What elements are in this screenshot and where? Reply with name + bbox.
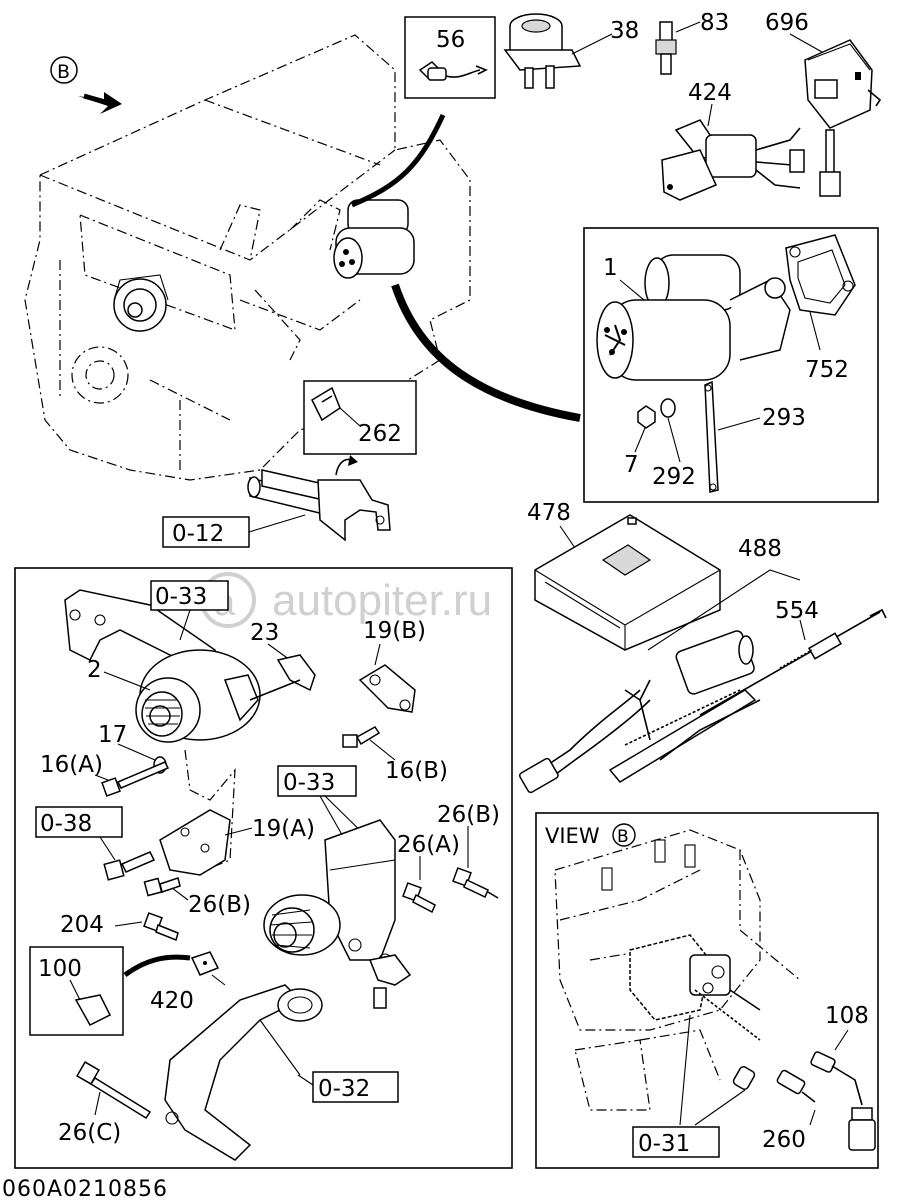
view-b-title-marker: B: [617, 827, 629, 847]
part-83-sensor: 83: [655, 10, 729, 75]
part-56-sensor: 56: [404, 16, 496, 99]
callout-100: 100: [38, 956, 82, 982]
engine-block-illustration: [24, 34, 471, 481]
svg-text:autopiter.ru: autopiter.ru: [272, 576, 492, 625]
part-424-actuator: 424: [661, 80, 805, 201]
callout-0-12: 0-12: [172, 521, 224, 547]
part-488-554-assembly: 488 554: [518, 536, 887, 794]
view-b-title: VIEW: [545, 824, 600, 848]
callout-7: 7: [624, 452, 639, 478]
callout-16b: 16(B): [385, 758, 448, 784]
callout-262: 262: [358, 421, 402, 447]
callout-0-38: 0-38: [40, 811, 92, 837]
callout-260: 260: [762, 1127, 806, 1153]
callout-23: 23: [250, 620, 279, 646]
svg-text:B: B: [57, 61, 70, 83]
callout-56: 56: [436, 27, 465, 53]
callout-26c: 26(C): [58, 1120, 121, 1146]
callout-26a: 26(A): [397, 832, 460, 858]
view-b-detail: VIEW B 108 260 0-31: [535, 812, 879, 1169]
callout-0-32: 0-32: [318, 1076, 370, 1102]
callout-478: 478: [527, 500, 571, 526]
pipe-bracket-0-12: 0-12: [162, 469, 391, 548]
callout-0-33-a: 0-33: [155, 584, 207, 610]
callout-2: 2: [87, 657, 102, 683]
callout-38: 38: [610, 18, 639, 44]
part-478-ecu: 478: [527, 500, 721, 651]
drawing-code: 060A0210856: [2, 1177, 168, 1200]
callout-752: 752: [805, 357, 849, 383]
callout-16a: 16(A): [40, 752, 103, 778]
callout-26b-top: 26(B): [437, 802, 500, 828]
part-696-module: 696: [765, 10, 882, 197]
callout-26b: 26(B): [188, 892, 251, 918]
engine-pulley: [113, 274, 169, 332]
alternator-group: 0-33 2 23 19(B) 16(B) 17 16(A): [29, 580, 500, 1161]
callout-17: 17: [98, 722, 127, 748]
callout-19b: 19(B): [363, 618, 426, 644]
callout-424: 424: [688, 80, 732, 106]
callout-554: 554: [775, 598, 819, 624]
callout-204: 204: [60, 912, 104, 938]
callout-488: 488: [738, 536, 782, 562]
starter-motor-box: 1 752 293 7 292: [583, 227, 879, 503]
callout-420: 420: [150, 988, 194, 1014]
callout-1: 1: [603, 255, 618, 281]
starter-on-engine: [333, 199, 415, 279]
callout-696: 696: [765, 10, 809, 36]
callout-0-33-b: 0-33: [283, 770, 335, 796]
callout-293: 293: [762, 405, 806, 431]
watermark: a autopiter.ru: [200, 572, 492, 628]
part-262-clip: 262: [303, 380, 417, 476]
callout-292: 292: [652, 464, 696, 490]
view-b-marker: B: [50, 56, 122, 114]
callout-0-31: 0-31: [638, 1131, 690, 1157]
alternator-group-frame: [14, 567, 513, 1169]
callout-83: 83: [700, 10, 729, 36]
callout-108: 108: [825, 1003, 869, 1029]
part-38-mount: 38: [503, 13, 639, 89]
callout-19a: 19(A): [252, 816, 315, 842]
